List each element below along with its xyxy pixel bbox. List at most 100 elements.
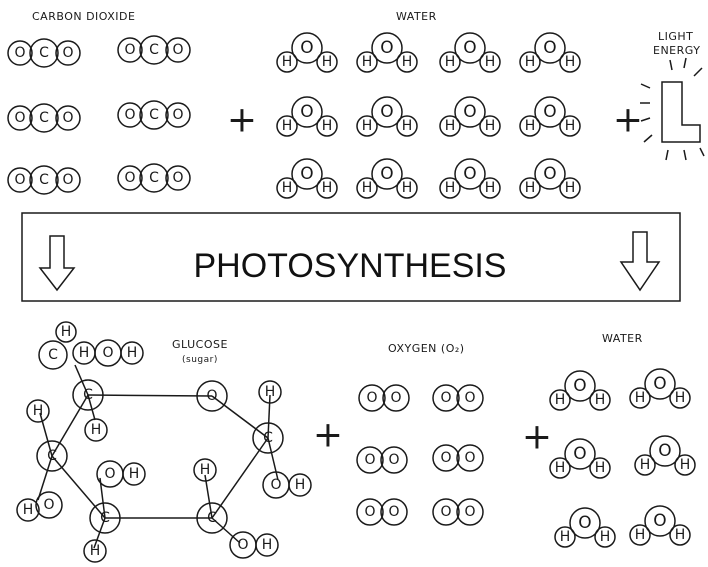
svg-text:H: H <box>675 390 686 406</box>
svg-text:O: O <box>14 45 25 61</box>
oxygen-atom: O <box>356 446 384 474</box>
carbon-atom: C <box>139 100 169 130</box>
svg-text:H: H <box>565 180 576 196</box>
hydrogen-atom: H <box>439 177 461 199</box>
oxygen-atom: O <box>564 438 596 470</box>
svg-text:H: H <box>362 180 373 196</box>
banner-title: PHOTOSYNTHESIS <box>194 247 507 285</box>
svg-text:H: H <box>61 324 72 340</box>
hydrogen-atom: H <box>559 51 581 73</box>
svg-text:H: H <box>265 384 276 400</box>
svg-text:H: H <box>635 390 646 406</box>
svg-text:H: H <box>91 422 102 438</box>
hydrogen-atom: H <box>122 462 146 486</box>
plus-sign-3: + <box>313 415 343 456</box>
carbon-atom: C <box>72 379 104 411</box>
svg-text:C: C <box>207 510 217 526</box>
svg-text:O: O <box>270 477 281 493</box>
oxygen-atom: O <box>649 435 681 467</box>
hydrogen-atom: H <box>589 389 611 411</box>
hydrogen-atom: H <box>559 115 581 137</box>
hydrogen-atom: H <box>83 539 107 563</box>
oxygen-atom: O <box>96 460 124 488</box>
hydrogen-atom: H <box>549 389 571 411</box>
oxygen-atom: O <box>432 444 460 472</box>
svg-text:H: H <box>595 460 606 476</box>
svg-text:H: H <box>565 118 576 134</box>
svg-text:O: O <box>14 110 25 126</box>
svg-text:C: C <box>100 510 110 526</box>
bond-line <box>211 437 269 519</box>
svg-text:H: H <box>282 118 293 134</box>
svg-text:C: C <box>149 107 159 123</box>
svg-text:O: O <box>388 452 399 468</box>
hydrogen-atom: H <box>84 418 108 442</box>
oxygen-atom: O <box>380 446 408 474</box>
hydrogen-atom: H <box>258 380 282 404</box>
oxygen-atom: O <box>534 32 566 64</box>
bond-line <box>267 394 271 439</box>
hydrogen-atom: H <box>554 526 576 548</box>
hydrogen-atom: H <box>276 177 298 199</box>
svg-text:O: O <box>300 38 313 58</box>
bond-line <box>39 412 53 457</box>
bond-line <box>99 477 106 519</box>
oxygen-atom: O <box>454 158 486 190</box>
hydrogen-atom: H <box>356 177 378 199</box>
hydrogen-atom: H <box>439 115 461 137</box>
hydrogen-atom: H <box>356 51 378 73</box>
plus-sign-4: + <box>522 417 552 458</box>
svg-text:C: C <box>39 110 49 126</box>
svg-text:H: H <box>600 529 611 545</box>
svg-text:H: H <box>402 180 413 196</box>
oxygen-atom: O <box>291 96 323 128</box>
svg-text:C: C <box>149 42 159 58</box>
hydrogen-atom: H <box>589 457 611 479</box>
hydrogen-atom: H <box>55 321 77 343</box>
svg-text:H: H <box>127 345 138 361</box>
oxygen-atom: O <box>7 40 33 66</box>
hydrogen-atom: H <box>396 115 418 137</box>
svg-text:O: O <box>658 441 671 461</box>
hydrogen-atom: H <box>549 457 571 479</box>
oxygen-label: OXYGEN (O₂) <box>388 342 465 355</box>
oxygen-atom: O <box>371 96 403 128</box>
hydrogen-atom: H <box>439 51 461 73</box>
carbon-atom: C <box>139 163 169 193</box>
hydrogen-atom: H <box>559 177 581 199</box>
svg-text:O: O <box>237 537 248 553</box>
hydrogen-atom: H <box>634 454 656 476</box>
oxygen-atom: O <box>382 384 410 412</box>
oxygen-atom: O <box>454 96 486 128</box>
oxygen-atom: O <box>356 498 384 526</box>
svg-text:H: H <box>79 345 90 361</box>
hydrogen-atom: H <box>594 526 616 548</box>
light-energy-icon <box>640 57 705 161</box>
svg-text:H: H <box>680 457 691 473</box>
svg-text:O: O <box>102 345 113 361</box>
oxygen-atom: O <box>196 380 228 412</box>
hydrogen-atom: H <box>120 341 144 365</box>
water-reactant-label: WATER <box>396 10 437 23</box>
carbon-atom: C <box>139 35 169 65</box>
svg-text:O: O <box>543 38 556 58</box>
oxygen-atom: O <box>432 498 460 526</box>
oxygen-atom: O <box>117 102 143 128</box>
svg-text:O: O <box>206 388 217 404</box>
svg-text:C: C <box>83 387 93 403</box>
plus-sign-2: + <box>613 100 643 141</box>
carbon-atom: C <box>89 502 121 534</box>
oxygen-atom: O <box>165 102 191 128</box>
svg-text:O: O <box>440 450 451 466</box>
svg-text:O: O <box>364 452 375 468</box>
svg-text:O: O <box>380 164 393 184</box>
hydrogen-atom: H <box>629 524 651 546</box>
carbon-dioxide-label: CARBON DIOXIDE <box>32 10 135 23</box>
